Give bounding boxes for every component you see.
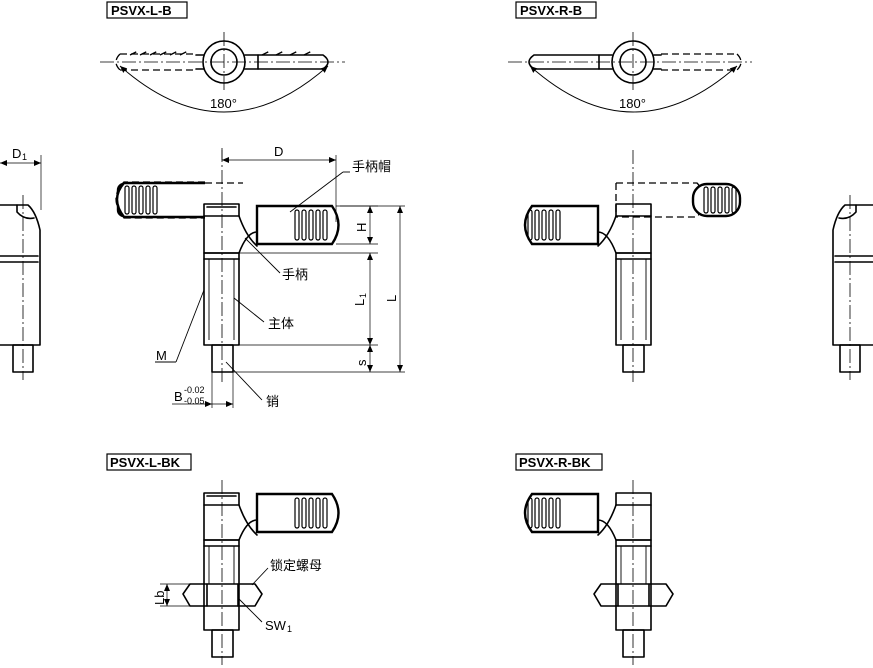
angle-label-left: 180° (210, 96, 237, 111)
label-pin: 销 (266, 394, 279, 409)
lock-view-left: Lb 锁定螺母 SW 1 (152, 480, 340, 665)
svg-text:SW: SW (265, 618, 287, 633)
label-body: 主体 (268, 316, 294, 331)
top-view-right: 180° (508, 32, 752, 113)
svg-text:L: L (352, 299, 367, 306)
label-psvx-l-b: PSVX-L-B (106, 1, 188, 19)
svg-text:M: M (156, 348, 167, 363)
svg-text:PSVX-R-B: PSVX-R-B (520, 3, 582, 18)
label-lock-nut: 锁定螺母 (270, 558, 322, 573)
svg-text:D: D (12, 146, 21, 161)
main-view: D H L 1 s L M B -0.02 -0.05 (115, 144, 405, 409)
lock-view-right (523, 480, 674, 665)
label-psvx-r-bk: PSVX-R-BK (515, 453, 603, 471)
svg-text:Lb: Lb (152, 591, 167, 605)
svg-text:D: D (274, 144, 283, 159)
svg-text:PSVX-R-BK: PSVX-R-BK (519, 455, 591, 470)
top-view-left: 180° (100, 32, 345, 113)
svg-text:L: L (384, 295, 399, 302)
svg-text:H: H (354, 223, 369, 232)
svg-text:1: 1 (287, 624, 292, 634)
svg-text:PSVX-L-BK: PSVX-L-BK (110, 455, 181, 470)
svg-text:1: 1 (22, 152, 27, 162)
side-view-right (832, 195, 873, 380)
label-handle-cap: 手柄帽 (352, 159, 391, 174)
front-view-right (523, 150, 742, 382)
svg-text:B: B (174, 389, 183, 404)
svg-text:-0.05: -0.05 (184, 396, 205, 406)
svg-text:s: s (354, 359, 369, 366)
svg-text:PSVX-L-B: PSVX-L-B (111, 3, 172, 18)
label-handle: 手柄 (282, 267, 308, 282)
label-psvx-r-b: PSVX-R-B (515, 1, 597, 19)
side-view-left: D 1 (0, 146, 42, 380)
svg-text:-0.02: -0.02 (184, 385, 205, 395)
angle-label-right: 180° (619, 96, 646, 111)
svg-text:1: 1 (358, 293, 368, 298)
label-psvx-l-bk: PSVX-L-BK (106, 453, 192, 471)
